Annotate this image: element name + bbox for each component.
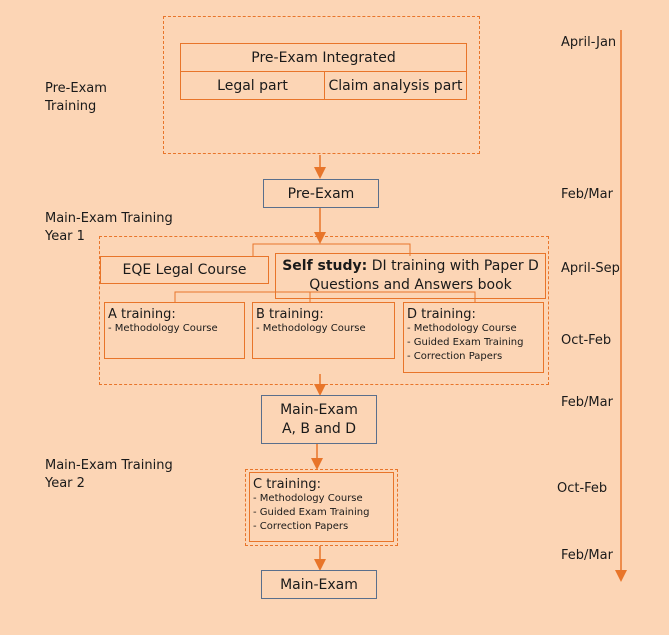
d-training-item: - Guided Exam Training [407,337,524,348]
c-training-title: C training: [253,477,321,492]
pre-exam-training-container [163,16,480,154]
section-label-main-exam-year2: Main-Exam Training Year 2 [45,458,173,491]
timeline-label: April-Sep [561,261,620,276]
a-training-title: A training: [108,307,176,322]
legal-part-box: Legal part [180,71,325,100]
eqe-legal-course-box: EQE Legal Course [100,256,269,284]
pre-exam-integrated-title: Pre-Exam Integrated [180,43,467,72]
main-exam-box: Main-Exam [261,570,377,599]
timeline-label: Feb/Mar [561,187,613,202]
main-exam-year2-container [245,469,398,546]
timeline-label: Feb/Mar [561,548,613,563]
c-training-item: - Methodology Course [253,493,363,504]
d-training-item: - Correction Papers [407,351,503,362]
section-label-pre-exam-training: Pre-Exam Training [45,81,107,114]
b-training-title: B training: [256,307,324,322]
self-study-text: DI training with Paper D Questions and A… [309,258,539,293]
pre-exam-box: Pre-Exam [263,179,379,208]
main-exam-abd-box: Main-Exam A, B and D [261,395,377,444]
d-training-box: D training: - Methodology Course - Guide… [403,302,544,373]
self-study-box: Self study: DI training with Paper D Que… [275,253,546,299]
timeline-label: Oct-Feb [557,481,608,496]
c-training-item: - Guided Exam Training [253,507,370,518]
timeline-label: April-Jan [561,35,617,50]
branch-top [252,243,411,256]
timeline-label: Feb/Mar [561,395,613,410]
c-training-item: - Correction Papers [253,521,349,532]
main-exam-year1-container [99,236,549,385]
d-training-item: - Methodology Course [407,323,517,334]
a-training-box: A training: - Methodology Course [104,302,245,359]
branch-bottom [174,291,476,302]
a-training-item: - Methodology Course [108,323,218,334]
d-training-title: D training: [407,307,476,322]
b-training-item: - Methodology Course [256,323,366,334]
c-training-box: C training: - Methodology Course - Guide… [249,472,394,542]
section-label-main-exam-year1: Main-Exam Training Year 1 [45,211,173,244]
b-training-box: B training: - Methodology Course [252,302,395,359]
claim-analysis-part-box: Claim analysis part [324,71,467,100]
timeline-label: Oct-Feb [561,333,612,348]
self-study-label: Self study: [282,258,368,274]
